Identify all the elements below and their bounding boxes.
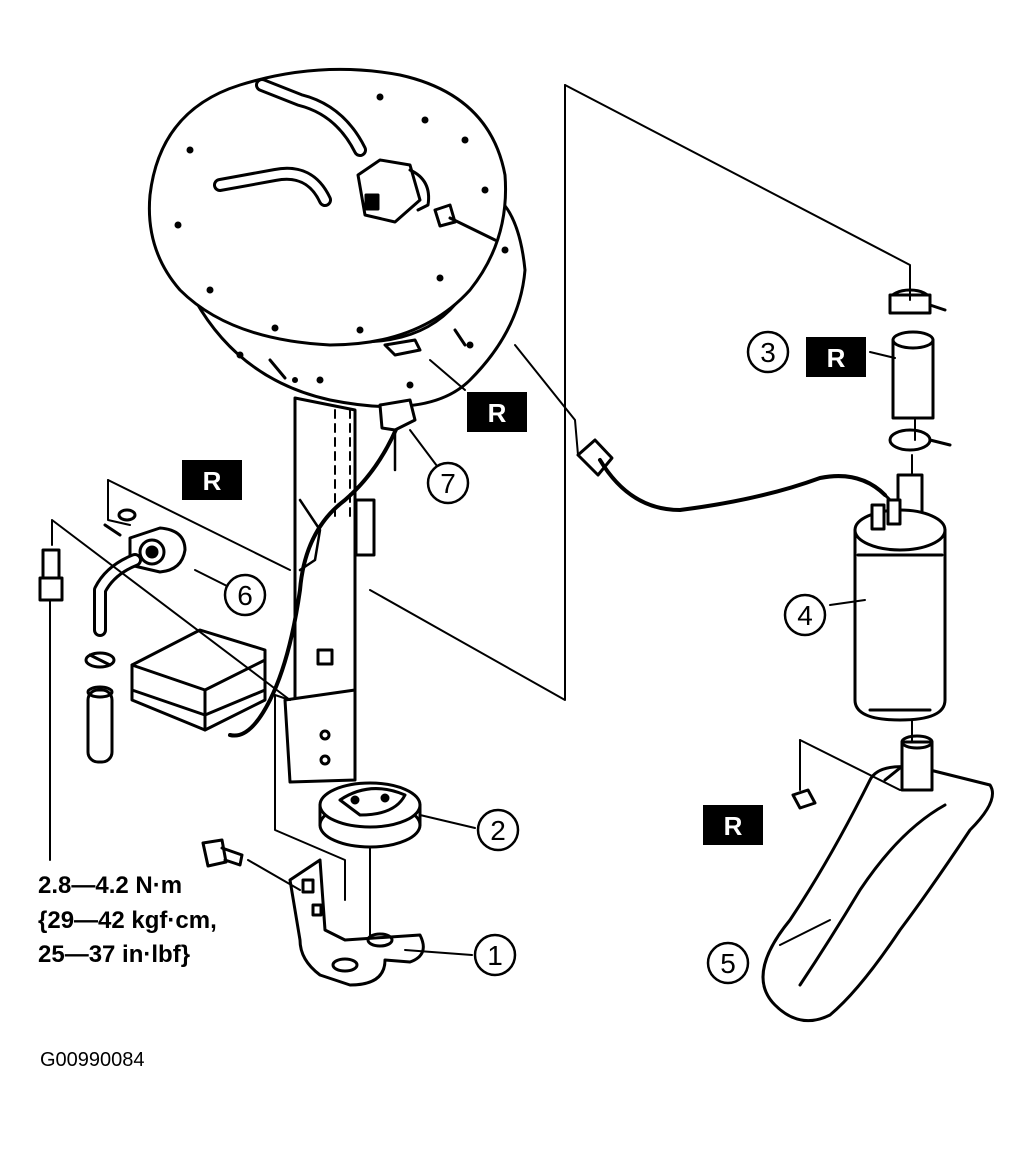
callout-1-label: 1 — [487, 940, 503, 971]
torque-spec-line2: {29—42 kgf·cm, — [38, 907, 217, 934]
guide-lines — [49, 84, 916, 956]
figure-code: G00990084 — [40, 1049, 145, 1071]
sender-gauge — [130, 628, 267, 732]
callout-4: 4 — [783, 593, 827, 637]
torque-spec: 2.8—4.2 N·m {29—42 kgf·cm, 25—37 in·lbf} — [38, 872, 217, 968]
replace-marker-grommet: R — [703, 805, 763, 845]
torque-spec-line3: 25—37 in·lbf} — [38, 941, 190, 968]
callout-2: 2 — [476, 808, 520, 852]
part-5-strainer — [761, 734, 994, 1023]
callout-6-label: 6 — [237, 580, 253, 611]
callout-7: 7 — [426, 461, 470, 505]
part-4-fuel-pump — [853, 473, 947, 722]
pump-bracket — [228, 396, 417, 784]
pump-unit-flange — [147, 67, 527, 409]
part-6-fitting — [84, 508, 187, 764]
part-2-cup — [318, 781, 422, 849]
replace-marker-gasket: R — [467, 392, 527, 432]
replace-marker-filter-label: R — [827, 343, 846, 373]
replace-marker-filter: R — [806, 337, 866, 377]
callout-1: 1 — [473, 933, 517, 977]
callout-3-label: 3 — [760, 337, 776, 368]
callout-5-label: 5 — [720, 948, 736, 979]
callout-2-label: 2 — [490, 815, 506, 846]
callout-6: 6 — [223, 573, 267, 617]
mounting-bolt-left — [38, 548, 64, 602]
replace-marker-oring-label: R — [203, 466, 222, 496]
pump-harness — [576, 438, 897, 512]
replace-marker-gasket-label: R — [488, 398, 507, 428]
callout-4-label: 4 — [797, 600, 813, 631]
callout-7-label: 7 — [440, 468, 456, 499]
part-1-bracket — [288, 858, 425, 987]
replace-marker-grommet-label: R — [724, 811, 743, 841]
replace-marker-oring: R — [182, 460, 242, 500]
torque-spec-line1: 2.8—4.2 N·m — [38, 872, 182, 899]
callout-5: 5 — [706, 941, 750, 985]
bracket-bolt — [201, 838, 244, 868]
callout-3: 3 — [746, 330, 790, 374]
part-3-filter — [888, 288, 952, 452]
